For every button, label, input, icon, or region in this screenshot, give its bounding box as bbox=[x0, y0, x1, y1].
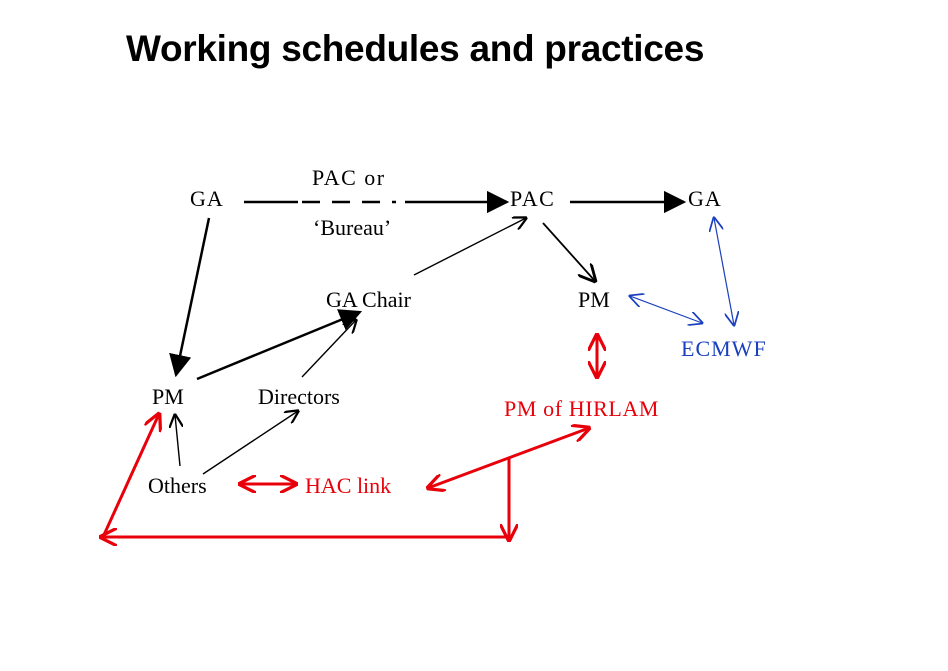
black-connectors bbox=[169, 190, 687, 475]
node-pac-or: PAC or bbox=[312, 165, 386, 190]
arrow-ga-to-pm bbox=[169, 217, 211, 378]
node-ga-chair: GA Chair bbox=[326, 287, 412, 312]
node-ga-left: GA bbox=[190, 186, 224, 211]
arrow-others-to-pm bbox=[175, 415, 180, 467]
link-up-to-pm bbox=[101, 414, 159, 538]
node-hac-link: HAC link bbox=[305, 473, 391, 498]
arrow-gachair-to-pac bbox=[413, 218, 526, 276]
node-ga-right: GA bbox=[688, 186, 722, 211]
node-pm-hirlam: PM of HIRLAM bbox=[504, 396, 659, 421]
node-directors: Directors bbox=[258, 384, 340, 409]
node-bureau: ‘Bureau’ bbox=[313, 215, 391, 240]
arrow-others-to-directors bbox=[202, 411, 298, 475]
red-connectors bbox=[101, 335, 597, 540]
link-pm-ecmwf bbox=[630, 296, 702, 323]
arrow-pm-to-gachair bbox=[196, 309, 363, 381]
node-pm-right: PM bbox=[578, 287, 610, 312]
link-ga-ecmwf bbox=[714, 218, 734, 325]
node-pac: PAC bbox=[510, 186, 555, 211]
blue-connectors bbox=[630, 218, 734, 325]
node-pm-left: PM bbox=[152, 384, 184, 409]
slide-title: Working schedules and practices bbox=[126, 28, 705, 69]
arrow-directors-to-gachair bbox=[301, 320, 356, 378]
node-ecmwf: ECMWF bbox=[681, 336, 767, 361]
arrow-pac-to-pm bbox=[542, 222, 595, 281]
node-others: Others bbox=[148, 473, 207, 498]
